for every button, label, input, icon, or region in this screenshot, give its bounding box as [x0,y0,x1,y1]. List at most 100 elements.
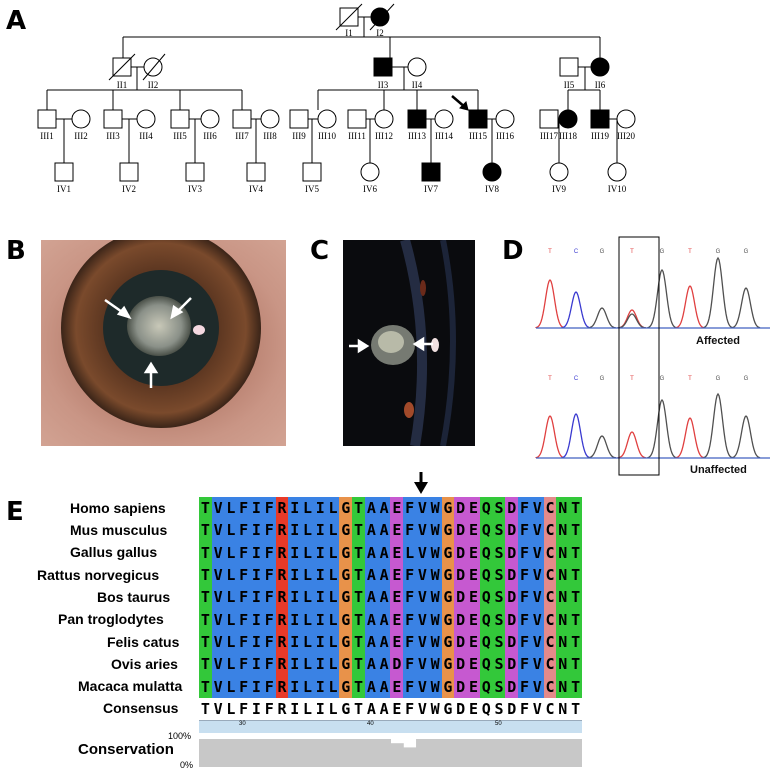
residue-cell: I [315,699,325,718]
unaffected-label: Unaffected [690,464,747,476]
pedigree-id-label: III7 [235,131,249,141]
pedigree-id-label: IV10 [608,184,627,194]
residue-cell: G [339,519,353,542]
residue-cell: E [467,675,480,698]
pedigree-id-label: I1 [345,28,353,38]
residue-cell: T [199,608,212,631]
residue-cell: L [224,541,238,564]
pedigree-id-label: I2 [376,28,384,38]
conservation-bar [518,739,532,767]
residue-cell: A [364,519,378,542]
residue-cell: F [518,586,531,609]
residue-cell: G [441,630,455,654]
residue-cell: F [262,541,276,564]
mutation-site-box [618,236,660,476]
residue-cell: V [530,608,544,631]
residue-cell: R [275,563,289,587]
residue-cell: T [200,699,210,718]
arrow-icon [104,297,192,388]
residue-cell: V [532,699,542,718]
species-label: Pan troglodytes [58,611,164,627]
residue-cell: F [237,586,251,609]
position-ruler: 30 40 50 [199,720,582,733]
species-label: Homo sapiens [70,500,166,516]
residue-cell: T [569,630,582,654]
residue-cell: I [250,653,263,676]
residue-cell: F [403,653,417,676]
residue-cell: I [313,586,327,609]
residue-cell: V [416,519,429,542]
residue-cell: D [390,653,404,676]
residue-cell: W [428,608,442,631]
residue-cell: N [556,586,570,609]
conservation-bar [492,739,506,767]
pedigree-id-label: II3 [378,80,389,90]
residue-cell: V [416,497,429,520]
residue-cell: I [250,541,263,564]
base-call-label: G [600,376,605,382]
chromatogram-peak [561,291,591,329]
residue-cell: I [288,630,302,654]
residue-cell: T [352,675,365,698]
residue-cell: V [530,653,544,676]
residue-cell: F [403,630,417,654]
residue-cell: W [428,541,442,564]
residue-cell: T [352,653,365,676]
residue-cell: G [339,630,353,654]
residue-cell: I [250,608,263,631]
residue-cell: I [288,519,302,542]
residue-cell: A [364,563,378,587]
residue-cell: I [250,675,263,698]
residue-cell: L [328,699,338,718]
chromatogram-peak [675,285,705,329]
residue-cell: E [390,630,404,654]
residue-cell: V [416,586,429,609]
residue-cell: I [250,563,263,587]
chromatogram-peak [731,415,761,459]
residue-cell: V [416,608,429,631]
residue-cell: D [505,497,519,520]
residue-cell: F [262,608,276,631]
residue-cell: L [302,699,313,718]
residue-cell: L [301,541,314,564]
residue-cell: E [467,630,480,654]
residue-cell: W [430,699,440,718]
eye-photo-slit-lamp [343,240,475,446]
residue-cell: G [339,675,353,698]
conservation-bar [352,739,366,767]
residue-cell: G [441,675,455,698]
residue-cell: T [352,563,365,587]
residue-cell: A [364,586,378,609]
residue-cell: I [313,630,327,654]
residue-cell: G [339,608,353,631]
residue-cell: D [505,653,519,676]
base-call-label: G [660,249,665,255]
chromatogram-peak [647,268,677,329]
residue-cell: T [199,541,212,564]
residue-cell: F [262,519,276,542]
residue-cell: V [211,630,225,654]
residue-cell: A [377,630,391,654]
chromatogram-peak [617,309,647,329]
residue-cell: F [237,653,251,676]
residue-cell: F [518,541,531,564]
residue-cell: T [352,630,365,654]
residue-cell: L [301,563,314,587]
residue-cell: I [288,497,302,520]
residue-cell: T [199,675,212,698]
residue-cell: L [403,541,417,564]
pedigree-id-label: II5 [564,80,575,90]
panel-label-c: C [310,236,330,266]
ruler-tick: 50 [495,721,502,727]
residue-cell: E [392,699,402,718]
base-call-label: C [574,376,579,382]
residue-cell: F [262,497,276,520]
chromatogram-peak [731,287,761,329]
residue-cell: A [379,699,389,718]
residue-cell: D [507,699,517,718]
residue-cell: D [454,497,468,520]
residue-cell: W [428,519,442,542]
